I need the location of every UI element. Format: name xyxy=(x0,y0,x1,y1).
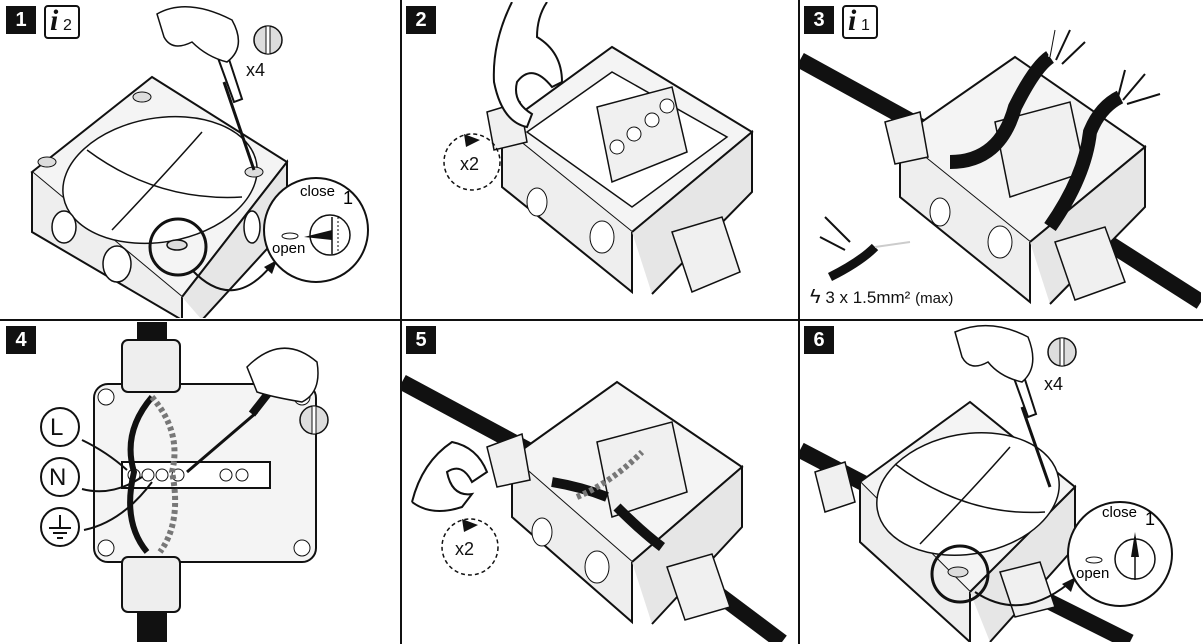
close-label: close xyxy=(1102,504,1138,521)
earth-ground-icon xyxy=(49,515,71,539)
step-3-panel: 3 i 1 ϟ 3 x 1.5mm² (max) xyxy=(800,2,1201,318)
step-number: 4 xyxy=(6,326,36,354)
step-2-panel: 2 x2 xyxy=(402,2,798,318)
info-badge: i 1 xyxy=(842,5,878,39)
open-label: open xyxy=(1076,565,1110,582)
wire-spec-text: 3 x 1.5mm² xyxy=(825,288,911,307)
repeat-count: x2 xyxy=(455,539,475,559)
step-5-panel: 5 x2 xyxy=(402,322,798,642)
step-number: 5 xyxy=(406,326,436,354)
terminal-label-n: N xyxy=(49,464,67,491)
step-number: 6 xyxy=(804,326,834,354)
repeat-count: x4 xyxy=(1044,374,1064,394)
step-5-illustration xyxy=(402,374,787,642)
step-4-panel: 4 L N xyxy=(2,322,400,642)
step-number: 2 xyxy=(406,6,436,34)
repeat-count: x4 xyxy=(246,60,266,80)
info-badge: i 2 xyxy=(44,5,80,39)
voltage-bolt-icon: ϟ xyxy=(810,286,821,308)
info-letter: i xyxy=(50,4,59,37)
info-subscript: 1 xyxy=(861,17,870,34)
step-6-illustration xyxy=(800,324,1173,642)
terminal-label-l: L xyxy=(50,414,64,441)
step-1-illustration xyxy=(30,6,369,318)
step-3-illustration xyxy=(800,29,1201,309)
step-2-illustration xyxy=(443,2,754,295)
step-4-illustration xyxy=(40,322,329,642)
step-number: 1 xyxy=(6,6,36,34)
step-6-panel: 6 x4 close 1 open xyxy=(800,322,1201,642)
open-label: open xyxy=(272,240,306,257)
info-letter: i xyxy=(848,4,857,37)
step-number: 3 xyxy=(804,6,834,34)
close-label: close xyxy=(300,183,336,200)
wire-spec-max: (max) xyxy=(915,290,954,307)
close-number: 1 xyxy=(343,188,354,208)
close-number: 1 xyxy=(1145,509,1156,529)
repeat-count: x2 xyxy=(460,154,480,174)
step-1-panel: 1 i 2 x4 close 1 open xyxy=(2,2,400,318)
info-subscript: 2 xyxy=(63,17,72,34)
wire-spec: ϟ 3 x 1.5mm² (max) xyxy=(810,286,953,309)
